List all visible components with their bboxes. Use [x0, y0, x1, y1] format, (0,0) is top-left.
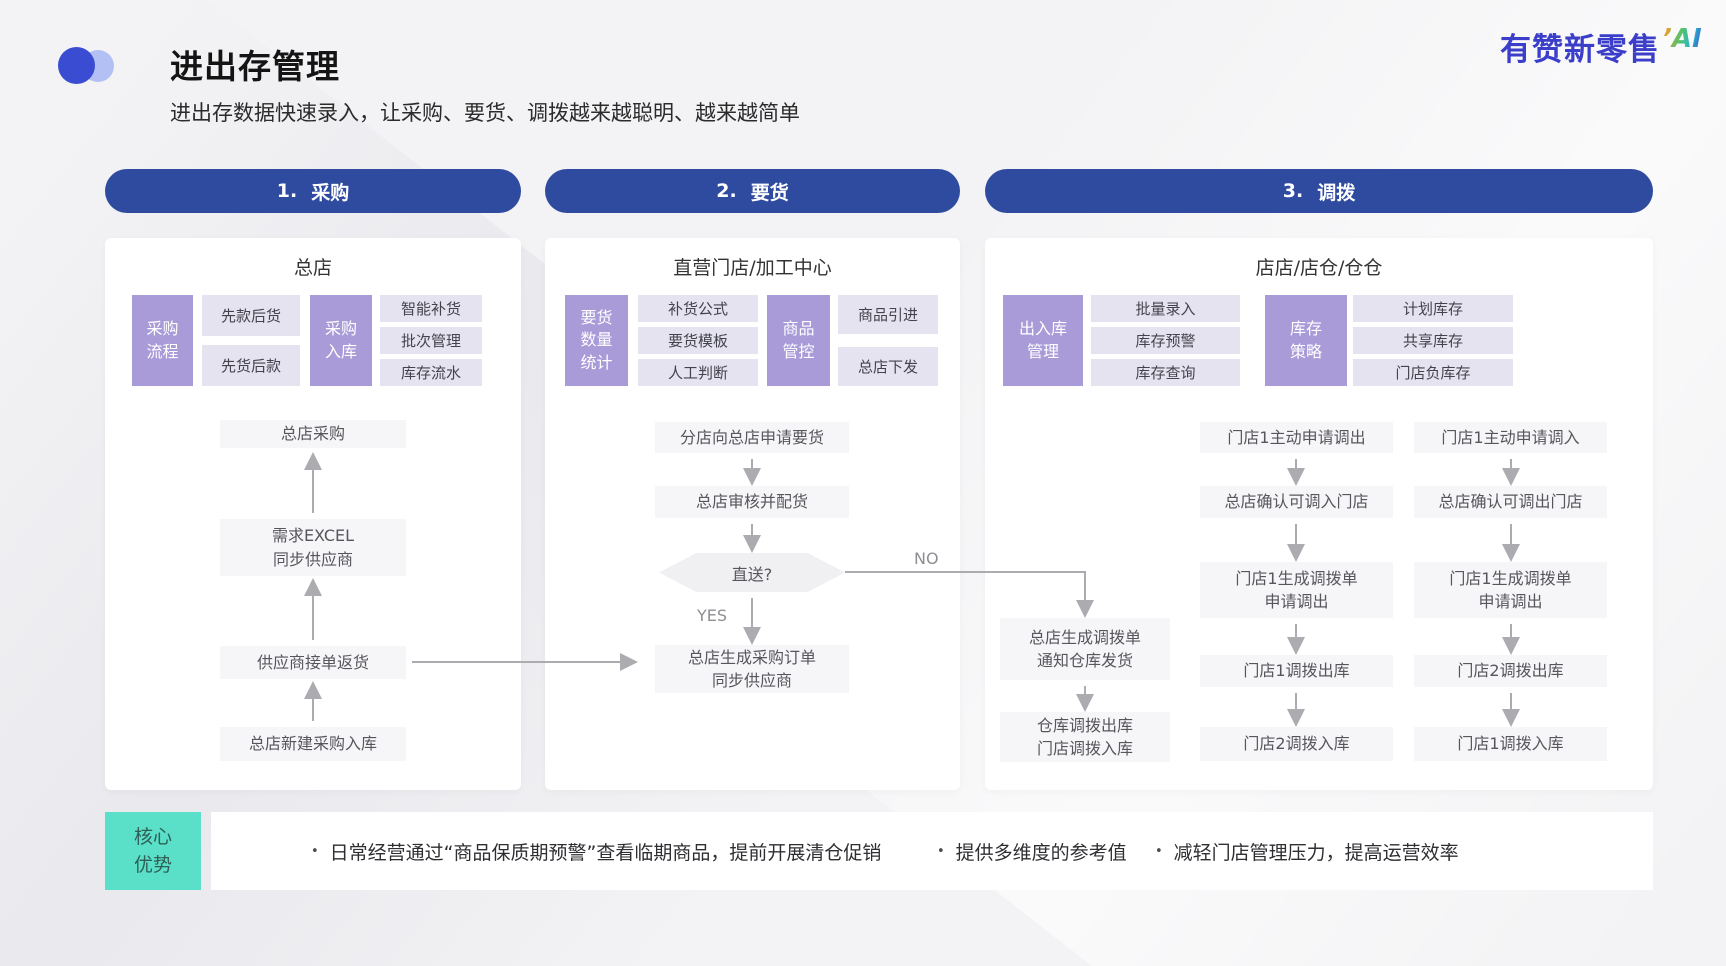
panel-title-direct-stores: 直营门店/加工中心: [673, 257, 832, 279]
brand-logo-text: 有赞新零售: [1500, 32, 1660, 68]
flow-branch-request: 分店向总店申请要货: [655, 422, 849, 453]
bullet-icon: •: [1155, 843, 1163, 859]
flow-a-store1-out: 门店1调拨出库: [1200, 655, 1393, 687]
flow-hq-transfer-order: 总店生成调拨单 通知仓库发货: [1000, 618, 1170, 680]
section-header-transfer: 3. 调拨: [985, 169, 1653, 213]
flow-a-hq-confirm-in: 总店确认可调入门店: [1200, 486, 1393, 518]
brand-logo: 有赞新零售 ’AI: [1500, 24, 1702, 69]
tag-stock-alert: 库存预警: [1091, 327, 1240, 354]
tag-manual-judgement: 人工判断: [638, 359, 758, 386]
flow-a-store1-create-order: 门店1生成调拨单 申请调出: [1200, 562, 1393, 618]
flow-hq-purchase-order: 总店生成采购订单 同步供应商: [655, 645, 849, 693]
flow-b-hq-confirm-out: 总店确认可调出门店: [1414, 486, 1607, 518]
flow-warehouse-out-store-in: 仓库调拨出库 门店调拨入库: [1000, 712, 1170, 762]
title-dot-icon: [58, 46, 114, 86]
section-header-procurement: 1. 采购: [105, 169, 521, 213]
flow-hq-review-allocate: 总店审核并配货: [655, 486, 849, 518]
tag-hq-distribute: 总店下发: [838, 347, 938, 386]
section-number: 1.: [276, 180, 298, 202]
tag-procurement-inbound: 采购 入库: [310, 295, 372, 386]
no-branch-label: NO: [914, 549, 939, 568]
flow-hq-purchase: 总店采购: [220, 420, 406, 448]
tag-pay-first: 先款后货: [202, 295, 300, 336]
advantage-item: • 提供多维度的参考值: [937, 812, 1127, 890]
dot-dark-icon: [58, 47, 95, 84]
panel-procurement: 总店 采购 流程 先款后货 先货后款 采购 入库 智能补货 批次管理 库存流水: [105, 238, 521, 790]
tag-requisition-stats: 要货 数量 统计: [565, 295, 628, 386]
tag-negative-stock: 门店负库存: [1353, 359, 1513, 386]
flow-b-store1-create-order: 门店1生成调拨单 申请调出: [1414, 562, 1607, 618]
flow-b-store1-in: 门店1调拨入库: [1414, 727, 1607, 761]
flow-b-store2-out: 门店2调拨出库: [1414, 655, 1607, 687]
bullet-icon: •: [311, 843, 319, 859]
tag-stock-query: 库存查询: [1091, 359, 1240, 386]
page-title: 进出存管理: [170, 47, 340, 86]
tag-product-intro: 商品引进: [838, 295, 938, 334]
tag-planned-stock: 计划库存: [1353, 295, 1513, 322]
flow-hq-new-inbound: 总店新建采购入库: [220, 727, 406, 761]
advantage-item: • 日常经营通过“商品保质期预警”查看临期商品，提前开展清仓促销: [311, 812, 881, 890]
tag-shared-stock: 共享库存: [1353, 327, 1513, 354]
tag-stock-ledger: 库存流水: [380, 359, 482, 386]
panel-title-store-warehouse: 店店/店仓/仓仓: [1255, 257, 1383, 279]
flow-b-store1-request-in: 门店1主动申请调入: [1414, 422, 1607, 453]
advantage-text: 减轻门店管理压力，提高运营效率: [1173, 841, 1459, 864]
section-label: 采购: [311, 181, 350, 204]
section-number: 2.: [716, 180, 737, 202]
tag-batch-mgmt: 批次管理: [380, 327, 482, 354]
section-header-requisition: 2. 要货: [545, 169, 960, 213]
tag-batch-entry: 批量录入: [1091, 295, 1240, 322]
panel-title-head-store: 总店: [293, 257, 332, 279]
ai-logo-text: ’AI: [1662, 24, 1702, 54]
tag-goods-first: 先货后款: [202, 345, 300, 386]
tag-product-control: 商品 管控: [767, 295, 830, 386]
advantage-text: 提供多维度的参考值: [955, 841, 1127, 864]
tag-requisition-template: 要货模板: [638, 327, 758, 354]
yes-branch-label: YES: [697, 606, 728, 625]
flow-a-store2-in: 门店2调拨入库: [1200, 727, 1393, 761]
flow-a-store1-request-out: 门店1主动申请调出: [1200, 422, 1393, 453]
bullet-icon: •: [937, 843, 945, 859]
section-number: 3.: [1282, 180, 1304, 202]
tag-smart-replenish: 智能补货: [380, 295, 482, 322]
flow-supplier-accepts: 供应商接单返货: [220, 646, 406, 679]
section-label: 调拨: [1317, 181, 1356, 204]
decision-direct-delivery: 直送?: [659, 553, 845, 592]
section-label: 要货: [750, 181, 789, 204]
core-advantages-bar: • 日常经营通过“商品保质期预警”查看临期商品，提前开展清仓促销 • 提供多维度…: [211, 812, 1653, 890]
tag-stock-strategy: 库存 策略: [1265, 295, 1347, 386]
tag-replenish-formula: 补货公式: [638, 295, 758, 322]
advantage-text: 日常经营通过“商品保质期预警”查看临期商品，提前开展清仓促销: [329, 841, 882, 864]
advantage-item: • 减轻门店管理压力，提高运营效率: [1155, 812, 1459, 890]
flow-excel-sync-supplier: 需求EXCEL 同步供应商: [220, 519, 406, 576]
tag-inout-mgmt: 出入库 管理: [1003, 295, 1083, 386]
page-subtitle: 进出存数据快速录入，让采购、要货、调拨越来越聪明、越来越简单: [170, 101, 800, 125]
core-advantages-tag: 核心 优势: [105, 812, 201, 890]
tag-procurement-process: 采购 流程: [132, 295, 193, 386]
